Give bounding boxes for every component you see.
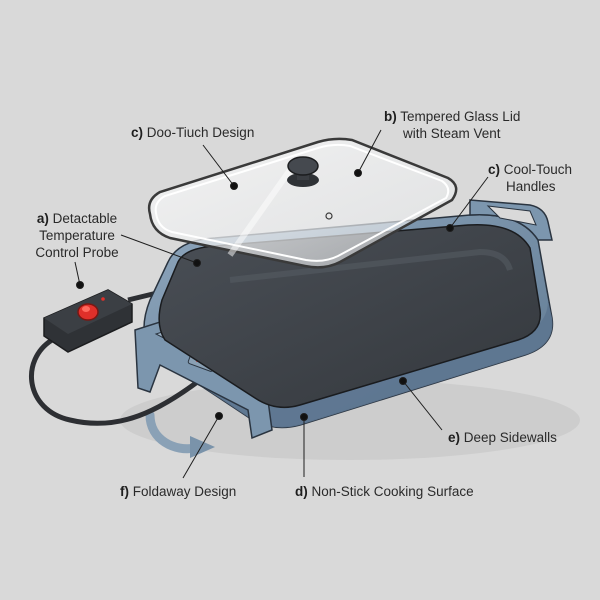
temperature-probe xyxy=(43,289,133,353)
leader-lines xyxy=(74,129,489,479)
label-tempered-glass-lid: b) Tempered Glass Lid with Steam Vent xyxy=(384,109,521,141)
label-deep-sidewalls: e) Deep Sidewalls xyxy=(448,430,557,445)
tempered-glass-lid xyxy=(147,137,458,269)
lid-knob-icon xyxy=(287,156,319,187)
foldaway-arrow-icon xyxy=(145,410,215,458)
steam-vent-icon xyxy=(325,212,333,220)
temperature-dial-icon xyxy=(77,303,99,321)
label-non-stick-surface: d) Non-Stick Cooking Surface xyxy=(295,484,474,499)
power-cord xyxy=(28,337,202,426)
right-handle xyxy=(469,199,553,241)
label-foldaway-design: f) Foldaway Design xyxy=(120,484,237,499)
label-doo-tiuch-design: c) Doo-Tiuch Design xyxy=(131,125,255,140)
label-cool-touch-handles: c) Cool-Touch Handles xyxy=(488,162,573,194)
indicator-light xyxy=(101,297,105,301)
label-temperature-probe: a) Detactable Temperature Control Probe xyxy=(35,211,119,260)
